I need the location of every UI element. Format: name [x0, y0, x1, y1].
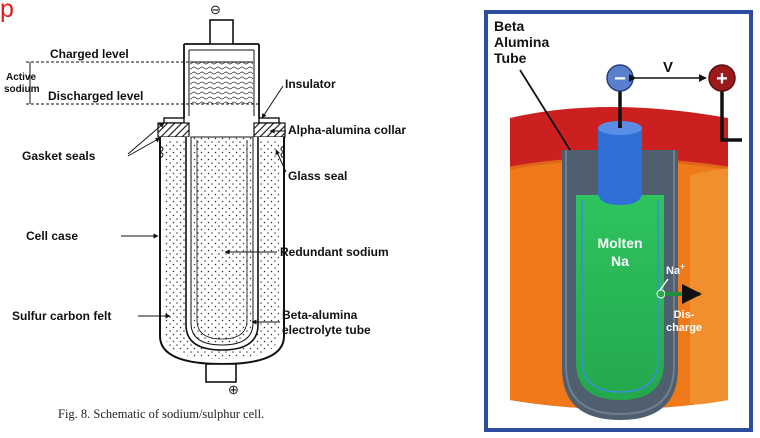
voltage-label: V	[663, 59, 673, 76]
negative-electrode-tube	[598, 128, 642, 205]
tube-title-line2: Alumina	[494, 34, 549, 50]
sodium-sulphur-schematic: ⊖ ⊕ Charged level Active sodium Discharg…	[4, 2, 406, 421]
label-sulfur-carbon-felt: Sulfur carbon felt	[12, 309, 111, 323]
upper-chamber-inner-wall	[188, 49, 255, 116]
positive-terminal-sign: +	[716, 68, 728, 90]
bottom-terminal	[205, 363, 237, 383]
discharge-label-2: charge	[666, 322, 702, 334]
label-gasket-seals: Gasket seals	[22, 149, 96, 163]
label-beta-alumina-2: electrolyte tube	[282, 323, 371, 337]
label-insulator: Insulator	[285, 77, 336, 91]
beta-alumina-cell-illustration: − + V Beta Alumina Tube Molten Na Na+ Di…	[484, 10, 753, 432]
label-cell-case: Cell case	[26, 229, 78, 243]
glass-seal-left	[158, 145, 164, 159]
label-active-sodium-2: sodium	[4, 84, 40, 95]
redundant-sodium-region	[190, 136, 254, 346]
glass-seal-right	[280, 145, 286, 159]
label-discharged-level: Discharged level	[48, 89, 143, 103]
figure-caption: Fig. 8. Schematic of sodium/sulphur cell…	[58, 407, 264, 421]
active-sodium	[190, 62, 253, 104]
upper-chamber-wall	[183, 43, 260, 118]
alpha-collar-right	[253, 122, 286, 138]
molten-label-2: Na	[611, 253, 629, 269]
sodium-ion-label: Na+	[666, 262, 685, 277]
label-active-sodium-1: Active	[6, 72, 36, 83]
positive-lead-wire	[720, 86, 742, 142]
ion-pointer	[659, 278, 669, 291]
header-text: p	[0, 0, 14, 23]
sodium-ion-dot	[656, 289, 666, 299]
positive-terminal-ball	[708, 64, 736, 92]
negative-terminal-symbol: ⊖	[210, 2, 221, 17]
label-redundant-sodium: Redundant sodium	[280, 245, 389, 259]
label-charged-level: Charged level	[50, 47, 129, 61]
positive-terminal-symbol: ⊕	[228, 382, 239, 397]
molten-label-1: Molten	[597, 235, 642, 251]
molten-sodium-green	[576, 195, 664, 400]
negative-terminal-sign: −	[614, 68, 626, 90]
alpha-collar-left	[157, 122, 190, 138]
insulator-left	[163, 117, 185, 124]
top-terminal	[209, 19, 234, 45]
tube-title-line3: Tube	[494, 50, 527, 66]
tube-title-line1: Beta	[494, 18, 525, 34]
insulator-right	[258, 117, 280, 124]
label-glass-seal: Glass seal	[288, 169, 347, 183]
label-beta-alumina-1: Beta-alumina	[282, 308, 358, 322]
tube-pointer	[519, 69, 571, 151]
label-alpha-collar: Alpha-alumina collar	[288, 123, 406, 137]
discharge-label-1: Dis-	[674, 309, 695, 321]
